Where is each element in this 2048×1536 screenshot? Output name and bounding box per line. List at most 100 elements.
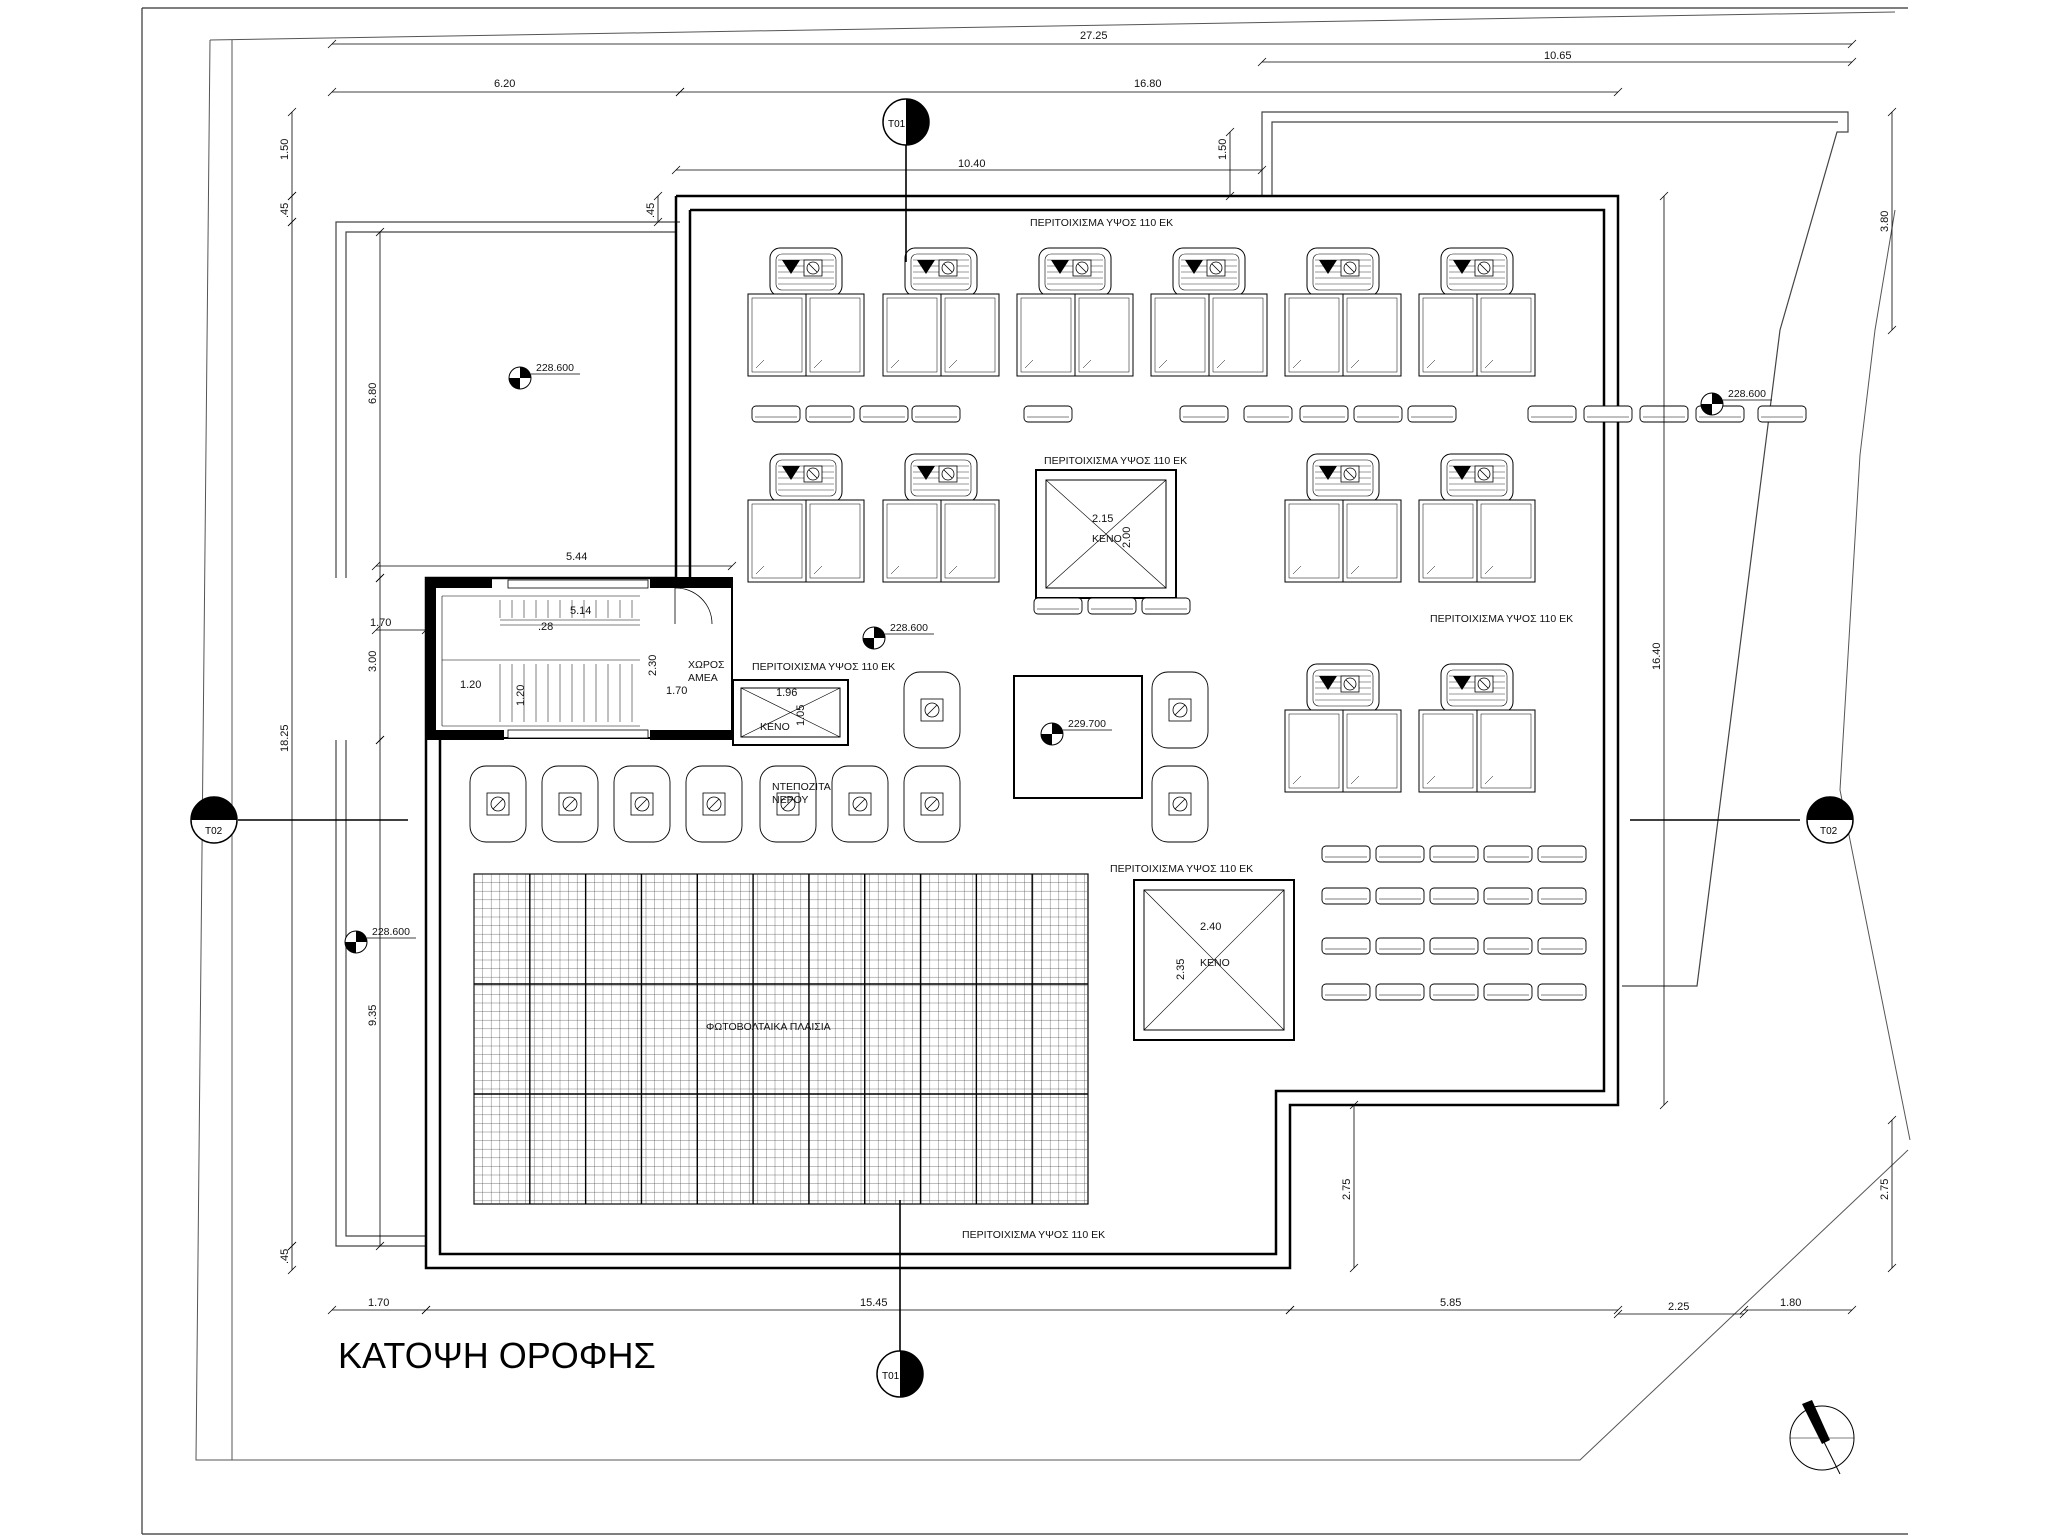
dim-left-total-depth: 18.25: [279, 724, 291, 752]
dim-bottom-ext1: 2.25: [1668, 1301, 1689, 1313]
ac-unit-icon: [1141, 597, 1191, 615]
section-marker-bottom: T01: [876, 1350, 924, 1398]
solar-water-heater-icon: [1418, 663, 1536, 793]
dim-left-upper-depth: 6.80: [367, 383, 379, 404]
ac-unit-icon: [1321, 845, 1371, 863]
dim-void3-width: 2.40: [1200, 921, 1221, 933]
section-marker-top-label: T01: [888, 119, 906, 130]
stair-core: [425, 577, 733, 740]
level-marker-icon: [1040, 722, 1064, 746]
solar-water-heater-icon: [1418, 247, 1536, 377]
dim-bottom-left: 1.70: [368, 1297, 389, 1309]
water-tank-icon: [903, 765, 961, 843]
drawing-frame: [141, 7, 1908, 1535]
dim-left-lower-depth: 9.35: [367, 1005, 379, 1026]
solar-water-heater-icon: [1150, 247, 1268, 377]
section-lines: [238, 140, 1800, 1360]
ac-unit-icon: [1375, 937, 1425, 955]
ac-unit-icon: [1537, 937, 1587, 955]
solar-water-heater-icon: [1284, 247, 1402, 377]
dim-accessible-depth: 2.30: [647, 655, 659, 676]
level-right: 228.600: [1728, 388, 1766, 400]
section-marker-left: T02: [190, 796, 238, 844]
level-marker-icon: [508, 366, 532, 390]
section-marker-top: T01: [882, 98, 930, 146]
ac-unit-icon: [1087, 597, 1137, 615]
dim-stair-landing: .28: [538, 621, 553, 633]
level-marker-left-lower: 228.600: [344, 926, 416, 954]
level-marker-center: 228.600: [862, 622, 934, 650]
level-marker-raised: 229.700: [1040, 718, 1112, 746]
level-marker-left-upper: 228.600: [508, 362, 580, 390]
ac-unit-icon: [1243, 405, 1293, 423]
solar-water-heater-icon: [1284, 663, 1402, 793]
dim-void3-depth: 2.35: [1175, 959, 1187, 980]
solar-water-heater-icon: [747, 247, 865, 377]
section-marker-bottom-label: T01: [882, 1371, 900, 1382]
level-marker-icon: [1700, 392, 1724, 416]
ac-unit-icon: [1429, 845, 1479, 863]
water-tanks-group: [469, 671, 1209, 843]
void-1-label: ΚΕΝΟ: [760, 721, 790, 733]
level-center: 228.600: [890, 622, 928, 634]
ac-unit-icon: [1375, 845, 1425, 863]
ac-unit-icon: [1757, 405, 1807, 423]
parapet-label-right: ΠΕΡΙΤΟΙΧΙΣΜΑ ΥΨΟΣ 110 ΕΚ: [1430, 613, 1573, 625]
ac-unit-icon: [1483, 887, 1533, 905]
water-tanks-label-1: ΝΤΕΠΟΖΙΤΑ: [772, 781, 831, 793]
section-marker-right-label: T02: [1820, 826, 1838, 837]
dim-stair-depth: 3.00: [367, 651, 379, 672]
water-tank-icon: [613, 765, 671, 843]
section-marker-right: T02: [1806, 796, 1854, 844]
ac-unit-icon: [1023, 405, 1073, 423]
left-terrace-upper: [335, 221, 680, 578]
dim-stair-offset: 1.70: [370, 617, 391, 629]
dim-accessible-width: 1.70: [666, 685, 687, 697]
water-tank-icon: [1151, 765, 1209, 843]
pv-panels-label: ΦΩΤΟΒΟΛΤΑΙΚΑ ΠΛΑΙΣΙΑ: [706, 1021, 831, 1033]
dim-left-part: 6.20: [494, 78, 515, 90]
ac-unit-icon: [1483, 983, 1533, 1001]
void-2-label: ΚΕΝΟ: [1092, 533, 1122, 545]
dim-overall-width: 27.25: [1080, 30, 1108, 42]
drawing-title: ΚΑΤΟΨΗ ΟΡΟΦΗΣ: [338, 1335, 656, 1376]
left-terrace-lower: [335, 740, 426, 1247]
water-tank-icon: [685, 765, 743, 843]
north-arrow-icon: [1789, 1400, 1855, 1475]
parapet-label-void3: ΠΕΡΙΤΟΙΧΙΣΜΑ ΥΨΟΣ 110 ΕΚ: [1110, 863, 1253, 875]
accessible-space-label-1: ΧΩΡΟΣ: [688, 659, 725, 671]
dim-parapet-offset: .45: [645, 203, 657, 218]
level-left-lower: 228.600: [372, 926, 410, 938]
ac-unit-icon: [1537, 887, 1587, 905]
ac-unit-icon: [859, 405, 909, 423]
dim-void1-depth: 1.05: [795, 705, 807, 726]
solar-water-heater-icon: [1284, 453, 1402, 583]
ac-unit-icon: [1299, 405, 1349, 423]
solar-water-heater-icon: [882, 247, 1000, 377]
dim-inner-top: 10.40: [958, 158, 986, 170]
dim-notch-depth: 2.75: [1341, 1179, 1353, 1200]
level-marker-icon: [862, 626, 886, 650]
raised-block: [1013, 675, 1143, 799]
parapet-label-top: ΠΕΡΙΤΟΙΧΙΣΜΑ ΥΨΟΣ 110 ΕΚ: [1030, 217, 1173, 229]
dim-stair-width: 1.20: [460, 679, 481, 691]
dim-void2-depth: 2.00: [1121, 527, 1133, 548]
dim-bottom-right: 5.85: [1440, 1297, 1461, 1309]
solar-water-heater-icon: [1418, 453, 1536, 583]
dimension-lines: [287, 39, 1897, 1319]
ac-unit-icon: [1375, 983, 1425, 1001]
solar-water-heater-icon: [882, 453, 1000, 583]
accessible-space-label-2: ΑΜΕΑ: [688, 672, 718, 684]
dimension-texts: 27.25 10.65 6.20 16.80 10.40 1.50 .45 .4…: [279, 30, 1891, 1313]
ac-unit-icon: [751, 405, 801, 423]
solar-water-heater-icon: [1016, 247, 1134, 377]
section-marker-left-label: T02: [205, 826, 223, 837]
ac-unit-icon: [1033, 597, 1083, 615]
dim-stair-block-width: 5.44: [566, 551, 587, 563]
ac-unit-icon: [1583, 405, 1633, 423]
water-tank-icon: [759, 765, 817, 843]
parapet-label-void1: ΠΕΡΙΤΟΙΧΙΣΜΑ ΥΨΟΣ 110 ΕΚ: [752, 661, 895, 673]
dim-bottom-ext2: 1.80: [1780, 1297, 1801, 1309]
ac-unit-icon: [911, 405, 961, 423]
